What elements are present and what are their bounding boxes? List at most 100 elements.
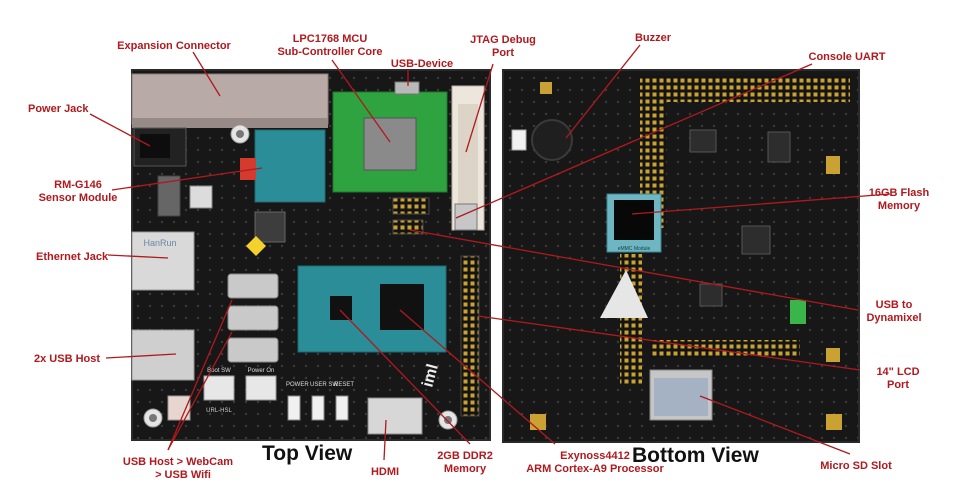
console-header — [392, 197, 430, 215]
label-console-uart: Console UART — [808, 51, 886, 63]
label-exynos-line1: Exynoss4412 — [560, 450, 630, 462]
leader-lines — [89, 44, 891, 461]
leader-mcu — [331, 59, 391, 143]
label-expansion-connector: Expansion Connector — [117, 40, 231, 52]
bottom-view-board: eMMC Module — [502, 69, 860, 443]
usb-port-3 — [227, 337, 279, 363]
boot-sw-panel — [203, 375, 235, 401]
label-usb-device: USB-Device — [390, 58, 454, 70]
label-exynos-line2: ARM Cortex-A9 Processor — [526, 463, 664, 475]
label-usb-dyn-line2: Dynamixel — [866, 312, 922, 324]
ethernet-jack-part — [131, 231, 195, 291]
label-jtag-line2: Port — [491, 47, 514, 59]
leader-hdmi — [383, 419, 387, 461]
label-ddr-line2: Memory — [443, 463, 487, 475]
leader-exynos — [399, 309, 556, 445]
power-on-text: Power On — [248, 368, 275, 374]
label-lcd-port: 14" LCD Port — [876, 366, 919, 392]
label-exynos: Exynoss4412 ARM Cortex-A9 Processor — [526, 450, 664, 476]
leader-console — [455, 63, 813, 219]
bottom-header-left — [620, 254, 642, 384]
label-usbhost-line1: USB Host > WebCam — [122, 456, 233, 468]
pad-4 — [826, 414, 842, 430]
hdmi-part — [367, 397, 423, 435]
boot-sw-text: Boot SW — [207, 368, 231, 374]
label-jtag-line1: JTAG Debug — [470, 34, 536, 46]
expansion-connector-edge — [132, 118, 328, 128]
yellow-led — [246, 236, 266, 256]
lcd-header-part — [460, 255, 480, 417]
label-usb-dynamixel: USB to Dynamixel — [866, 299, 921, 325]
board-logo: iml — [419, 362, 441, 389]
label-ethernet-jack: Ethernet Jack — [36, 251, 109, 263]
expansion-connector-part — [131, 73, 329, 125]
label-usb-host-webcam: USB Host > WebCam > USB Wifi — [105, 456, 233, 482]
power-switch — [287, 395, 301, 421]
label-rm-g146: RM-G146 Sensor Module — [39, 179, 118, 205]
sensor-module-part — [254, 129, 326, 203]
pad-2 — [826, 156, 840, 174]
ethernet-brand: HanRun — [143, 238, 176, 248]
power-text: POWER — [286, 382, 309, 388]
label-buzzer: Buzzer — [634, 32, 672, 44]
leader-lcd — [477, 315, 861, 371]
label-usb-dyn-line1: USB to — [875, 299, 913, 311]
user-sw-text: USER SW — [310, 382, 338, 388]
pad-5 — [826, 348, 840, 362]
buzzer-part — [531, 119, 573, 161]
label-mcu-line1: LPC1768 MCU — [292, 33, 368, 45]
usb-port-2 — [227, 305, 279, 331]
usb-device-part — [394, 81, 420, 95]
label-ddr-line1: 2GB DDR2 — [437, 450, 493, 462]
label-flash-line1: 16GB Flash — [868, 187, 930, 199]
leader-expansion — [192, 51, 221, 97]
bottom-header-lower — [650, 340, 800, 358]
reset-text: RESET — [334, 382, 354, 388]
bottom-view-title: Bottom View — [632, 444, 759, 467]
label-usb-host: 2x USB Host — [34, 353, 101, 365]
top-view-board: HanRun Boot SW Power On POWER USER SW RE… — [131, 69, 491, 441]
label-mcu-line2: Sub-Controller Core — [277, 46, 383, 58]
top-view-title: Top View — [262, 442, 353, 465]
chip-a — [254, 211, 286, 243]
leader-jtag — [465, 63, 494, 153]
leader-buzzer — [565, 44, 641, 139]
label-power-jack: Power Jack — [28, 103, 89, 115]
power-on-panel — [245, 375, 277, 401]
switch-block — [157, 175, 181, 217]
leader-rm — [111, 167, 263, 191]
label-lcd-line1: 14" LCD — [876, 366, 920, 378]
crystal — [189, 185, 213, 209]
bottom-switch — [511, 129, 527, 151]
ddr-chip — [330, 296, 352, 320]
board-id-text: URL-HSL — [206, 408, 232, 414]
reset-switch — [335, 395, 349, 421]
leader-usb-dyn — [409, 229, 859, 311]
green-part — [790, 300, 806, 324]
label-usbhost-line2: > USB Wifi — [155, 469, 211, 481]
label-jtag: JTAG Debug Port — [470, 34, 536, 60]
jtag-small-conn — [454, 203, 478, 231]
label-rm-line1: RM-G146 — [54, 179, 102, 191]
label-ddr: 2GB DDR2 Memory — [437, 450, 493, 476]
bottom-header-top — [640, 76, 850, 102]
label-flash-line2: Memory — [877, 200, 921, 212]
bottom-logo — [600, 270, 648, 318]
leader-usb-webcam-2 — [167, 331, 233, 451]
leader-ddr — [339, 309, 471, 445]
leader-usb-webcam-1 — [167, 299, 233, 451]
leader-sd — [699, 395, 851, 455]
mcu-chip — [363, 117, 417, 171]
webcam-conn — [167, 395, 191, 421]
label-lcd-line2: Port — [887, 379, 909, 391]
pad-1 — [540, 82, 552, 94]
user-switch — [311, 395, 325, 421]
power-jack-hole — [140, 134, 170, 158]
sensor-connector — [240, 158, 256, 180]
leader-usb-host — [105, 353, 177, 359]
usb-port-1 — [227, 273, 279, 299]
flash-chip — [614, 200, 654, 240]
exynos-chip — [380, 284, 424, 330]
